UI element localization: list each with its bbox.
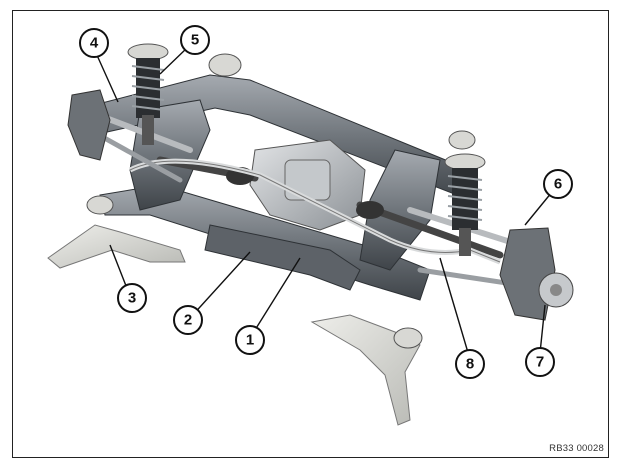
drive-shaft-right	[356, 201, 504, 259]
differential-cover	[284, 159, 331, 201]
svg-text:5: 5	[191, 32, 199, 49]
left-bracket	[47, 224, 186, 269]
callout-5: 5	[180, 25, 210, 55]
wheel-carrier-right	[499, 227, 556, 321]
spring-strut-left	[127, 43, 169, 145]
spring-strut-right	[444, 153, 486, 256]
callout-7: 7	[525, 347, 555, 377]
reference-code: RB33 00028	[549, 443, 604, 454]
mount-right	[393, 327, 423, 349]
callout-3: 3	[117, 283, 147, 313]
subframe-side-member	[204, 224, 361, 291]
right-bracket	[310, 314, 421, 426]
callout-1: 1	[235, 325, 265, 355]
svg-text:7: 7	[536, 354, 544, 371]
mount-left	[86, 195, 114, 215]
wheel-carrier-left	[67, 89, 111, 161]
mount-top-right	[448, 130, 476, 150]
callout-2: 2	[173, 305, 203, 335]
svg-text:3: 3	[128, 290, 136, 307]
svg-text:1: 1	[246, 332, 254, 349]
svg-text:6: 6	[554, 176, 562, 193]
svg-text:2: 2	[184, 312, 192, 329]
subframe-right-side	[359, 149, 441, 271]
callout-4: 4	[79, 28, 109, 58]
cv-boot-right	[356, 201, 384, 219]
mount-top-left	[208, 53, 242, 77]
callout-8: 8	[455, 349, 485, 379]
callout-6: 6	[543, 169, 573, 199]
svg-text:8: 8	[466, 356, 474, 373]
svg-text:4: 4	[90, 35, 99, 52]
